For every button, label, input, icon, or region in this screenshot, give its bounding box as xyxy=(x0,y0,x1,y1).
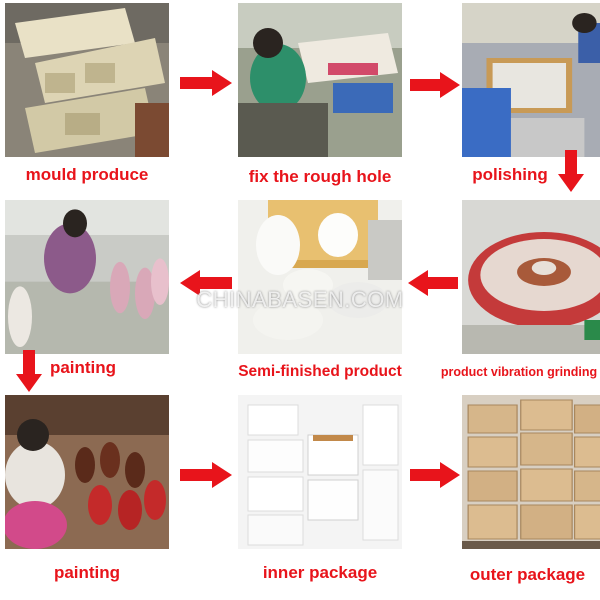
photo-outer-package xyxy=(462,395,600,549)
arrow-down-icon xyxy=(16,350,42,392)
photo-polishing xyxy=(462,3,600,157)
label-inner-package: inner package xyxy=(262,563,378,582)
label-painting-row3: painting xyxy=(53,563,121,582)
photo-semi-finished-product xyxy=(238,200,402,354)
photo-vibration-grinding xyxy=(462,200,600,354)
label-painting-row2: painting xyxy=(49,358,117,377)
arrow-right-icon xyxy=(180,462,232,488)
arrow-right-icon xyxy=(410,72,460,98)
photo-mould-produce xyxy=(5,3,169,157)
label-mould-produce: mould produce xyxy=(25,165,149,184)
label-outer-package: outer package xyxy=(469,565,586,584)
photo-painting-row2 xyxy=(5,200,169,354)
arrow-down-icon xyxy=(558,150,584,192)
arrow-left-icon xyxy=(180,270,232,296)
arrow-right-icon xyxy=(410,462,460,488)
photo-painting-row3 xyxy=(5,395,169,549)
arrow-left-icon xyxy=(408,270,458,296)
watermark: CHINABASEN.COM xyxy=(196,287,404,312)
label-vibration-grinding: product vibration grinding xyxy=(440,365,598,379)
label-semi-finished-product: Semi-finished product xyxy=(238,363,402,380)
photo-inner-package xyxy=(238,395,402,549)
arrow-right-icon xyxy=(180,70,232,96)
photo-fix-rough-hole xyxy=(238,3,402,157)
label-fix-rough-hole: fix the rough hole xyxy=(248,167,392,186)
label-polishing: polishing xyxy=(472,165,548,184)
